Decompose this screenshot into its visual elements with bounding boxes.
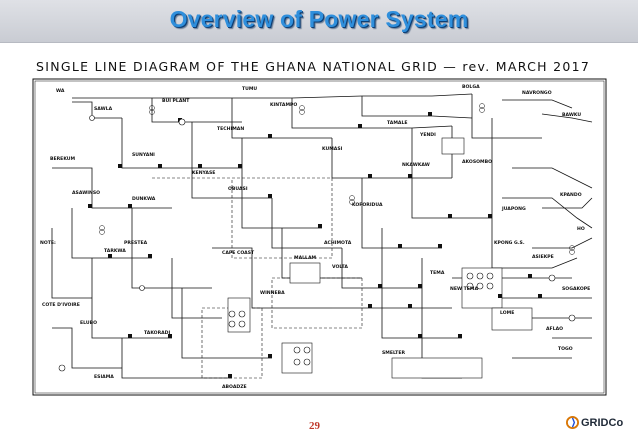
label-sunyani: SUNYANI bbox=[132, 152, 155, 158]
slide-header: Overview of Power System bbox=[0, 0, 638, 43]
label-koforidua: KOFORIDUA bbox=[352, 202, 383, 208]
label-kumasi: KUMASI bbox=[322, 146, 343, 152]
label-tumu: TUMU bbox=[242, 86, 257, 92]
label-achimota: ACHIMOTA bbox=[324, 240, 352, 246]
substation-boxes bbox=[227, 137, 533, 379]
page-number: 29 bbox=[309, 420, 320, 432]
label-asiekpe: ASIEKPE bbox=[532, 254, 554, 260]
label-bawku: BAWKU bbox=[562, 112, 581, 118]
label-yendi: YENDI bbox=[419, 132, 436, 138]
label-kintampo: KINTAMPO bbox=[270, 102, 297, 108]
label-aflao: AFLAO bbox=[546, 326, 563, 332]
generators bbox=[58, 115, 576, 372]
label-obuasi: OBUASI bbox=[228, 186, 248, 192]
label-new-tema: NEW TEMA bbox=[450, 286, 478, 292]
label-tamale: TAMALE bbox=[387, 120, 408, 126]
label-sawla: SAWLA bbox=[94, 106, 113, 112]
label-winneba: WINNEBA bbox=[260, 290, 285, 296]
label-smelter: SMELTER bbox=[382, 350, 405, 356]
label-mallam: MALLAM bbox=[294, 255, 317, 261]
label-sogakope: SOGAKOPE bbox=[562, 286, 590, 292]
label-prestea: PRESTEA bbox=[124, 240, 148, 246]
label-navrongo: NAVRONGO bbox=[522, 90, 552, 96]
label-elubo: ELUBO bbox=[80, 320, 97, 326]
label-wa: WA bbox=[56, 88, 65, 94]
label-esiama: ESIAMA bbox=[94, 374, 114, 380]
label-kpando: KPANDO bbox=[560, 192, 582, 198]
gridco-logo-icon bbox=[566, 416, 579, 429]
single-line-diagram: TUMU KINTAMPO BOLGA NAVRONGO TAMALE YEND… bbox=[32, 78, 607, 396]
label-ho: HO bbox=[577, 226, 585, 232]
transmission-lines bbox=[51, 93, 593, 379]
logo-text: GRIDCo bbox=[581, 416, 624, 429]
label-lome: LOME bbox=[500, 310, 514, 316]
label-takoradi: TAKORADI bbox=[144, 330, 170, 336]
label-tema: TEMA bbox=[430, 270, 445, 276]
label-cote-divoire: COTE D'IVOIRE bbox=[42, 302, 80, 308]
label-kpong: KPONG G.S. bbox=[494, 240, 525, 246]
label-bui: BUI PLANT bbox=[162, 98, 190, 104]
diagram-title: SINGLE LINE DIAGRAM OF THE GHANA NATIONA… bbox=[36, 59, 591, 74]
label-juapong: JUAPONG bbox=[501, 206, 526, 212]
gridco-logo: GRIDCo bbox=[566, 416, 623, 429]
diagram-inner-frame bbox=[34, 80, 605, 394]
label-togo: TOGO bbox=[558, 346, 573, 352]
label-notes: NOTE: bbox=[40, 240, 56, 246]
label-kenyase: KENYASE bbox=[192, 170, 215, 176]
diagram-frame bbox=[32, 78, 607, 396]
label-asawinso: ASAWINSO bbox=[72, 190, 100, 196]
label-nkawkaw: NKAWKAW bbox=[402, 162, 430, 168]
label-aboadze: ABOADZE bbox=[222, 384, 247, 390]
label-berekum: BEREKUM bbox=[50, 156, 76, 162]
label-cape-coast: CAPE COAST bbox=[222, 250, 255, 256]
label-volta: VOLTA bbox=[332, 264, 348, 270]
slide-title: Overview of Power System bbox=[169, 6, 469, 32]
label-dunkwa: DUNKWA bbox=[132, 196, 156, 202]
label-techiman: TECHIMAN bbox=[217, 126, 244, 132]
station-labels: TUMU KINTAMPO BOLGA NAVRONGO TAMALE YEND… bbox=[40, 84, 590, 390]
label-akosombo: AKOSOMBO bbox=[462, 159, 492, 165]
transformers bbox=[99, 103, 575, 255]
label-tarkwa: TARKWA bbox=[104, 248, 126, 254]
label-bolga: BOLGA bbox=[462, 84, 480, 90]
